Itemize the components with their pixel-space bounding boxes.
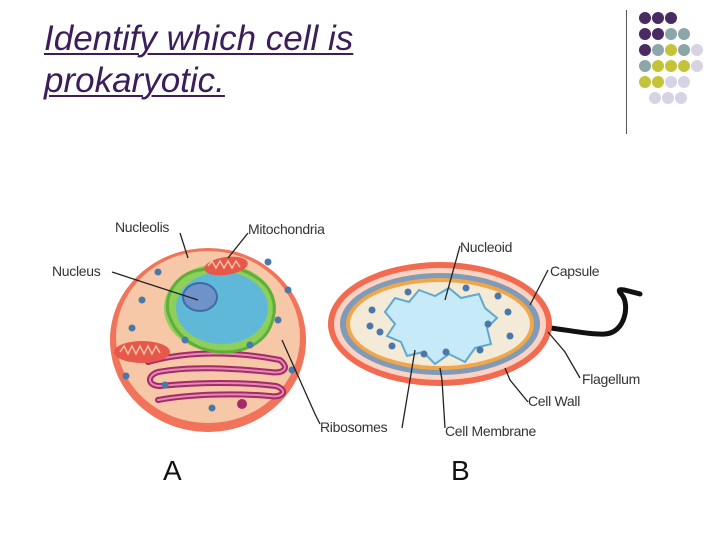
ribosome	[288, 366, 296, 374]
nucleoid	[383, 286, 499, 366]
eukaryotic-cell	[110, 248, 306, 432]
ribosome	[154, 268, 162, 276]
label-flagellum: Flagellum	[582, 371, 640, 387]
label-capsule: Capsule	[550, 263, 600, 279]
leader-lines	[111, 232, 581, 429]
ribosome	[484, 320, 492, 328]
label-cell-wall: Cell Wall	[528, 393, 580, 409]
label-cell-membrane: Cell Membrane	[445, 423, 537, 439]
ribosome	[494, 292, 502, 300]
decorative-dot	[665, 60, 677, 72]
decorative-dot	[639, 76, 651, 88]
decorative-dot	[652, 44, 664, 56]
decorative-dot	[652, 28, 664, 40]
ribosome	[122, 372, 130, 380]
endoplasmic-reticulum-inner	[147, 352, 286, 401]
decorative-dot	[665, 44, 677, 56]
label-nucleolis: Nucleolis	[115, 219, 169, 235]
ribosome	[506, 332, 514, 340]
decorative-dot	[691, 60, 703, 72]
decorative-dot	[662, 92, 674, 104]
decorative-dot	[652, 12, 664, 24]
flagellum	[529, 287, 643, 337]
label-mitochondria: Mitochondria	[248, 221, 325, 237]
ribosome	[442, 348, 450, 356]
decorative-dot	[678, 28, 690, 40]
cell-a-ribosomes	[122, 258, 296, 412]
ribosome	[246, 341, 254, 349]
ribosome	[388, 342, 396, 350]
decorative-dot	[652, 76, 664, 88]
prokaryotic-cell	[328, 262, 643, 386]
ribosome	[138, 296, 146, 304]
ribosome	[420, 350, 428, 358]
cell-a-letter: A	[163, 455, 182, 486]
cell-diagram-graphic: Nucleolis Mitochondria Nucleus Nucleoid …	[52, 219, 643, 439]
decorative-dot	[665, 12, 677, 24]
decorative-dot-grid	[637, 10, 720, 120]
ribosome	[504, 308, 512, 316]
ribosome	[366, 322, 374, 330]
cell-b-letter: B	[451, 455, 470, 486]
decorative-dot	[639, 60, 651, 72]
er-vesicle	[237, 399, 247, 409]
decorative-dot	[639, 12, 651, 24]
ribosome	[462, 284, 470, 292]
decorative-dot	[678, 76, 690, 88]
vertical-divider	[626, 10, 627, 134]
ribosome	[128, 324, 136, 332]
nucleolus	[182, 282, 218, 312]
cell-b-ribosomes	[366, 284, 514, 358]
ribosome	[208, 404, 216, 412]
ribosome	[264, 258, 272, 266]
mitochondrion-1	[204, 256, 248, 276]
decorative-dot	[639, 28, 651, 40]
decorative-dot	[665, 28, 677, 40]
ribosome	[376, 328, 384, 336]
decorative-dot	[665, 76, 677, 88]
decorative-dot	[678, 44, 690, 56]
ribosome	[161, 381, 169, 389]
leader-nucleoid	[444, 245, 461, 301]
leader-cell-wall	[504, 367, 529, 403]
dot-grid-graphic	[639, 12, 703, 104]
ribosome	[284, 286, 292, 294]
label-nucleoid: Nucleoid	[460, 239, 512, 255]
ribosome	[274, 316, 282, 324]
decorative-dot	[649, 92, 661, 104]
leader-nucleus	[111, 271, 199, 301]
ribosome	[404, 288, 412, 296]
cell-diagram: Nucleolis Mitochondria Nucleus Nucleoid …	[40, 200, 720, 450]
slide-title: Identify which cell is prokaryotic.	[44, 18, 353, 102]
leader-mitochondria	[227, 232, 249, 259]
title-line-2: prokaryotic.	[44, 61, 225, 100]
leader-cell-membrane	[439, 367, 446, 429]
leader-flagellum	[547, 331, 581, 379]
decorative-dot	[678, 60, 690, 72]
leader-capsule	[529, 269, 549, 306]
decorative-dot	[691, 44, 703, 56]
label-nucleus: Nucleus	[52, 263, 101, 279]
ribosome	[368, 306, 376, 314]
ribosome	[181, 336, 189, 344]
leader-nucleolis	[179, 232, 189, 259]
decorative-dot	[652, 60, 664, 72]
ribosome	[476, 346, 484, 354]
title-line-1: Identify which cell is	[44, 19, 354, 58]
nuclear-envelope-ruffle	[165, 266, 276, 354]
leader-ribosomes	[281, 339, 321, 425]
label-ribosomes: Ribosomes	[320, 419, 388, 435]
mitochondrion-2	[114, 341, 170, 363]
decorative-dot	[639, 44, 651, 56]
leader-ribosomes-b	[401, 349, 416, 429]
decorative-dot	[675, 92, 687, 104]
